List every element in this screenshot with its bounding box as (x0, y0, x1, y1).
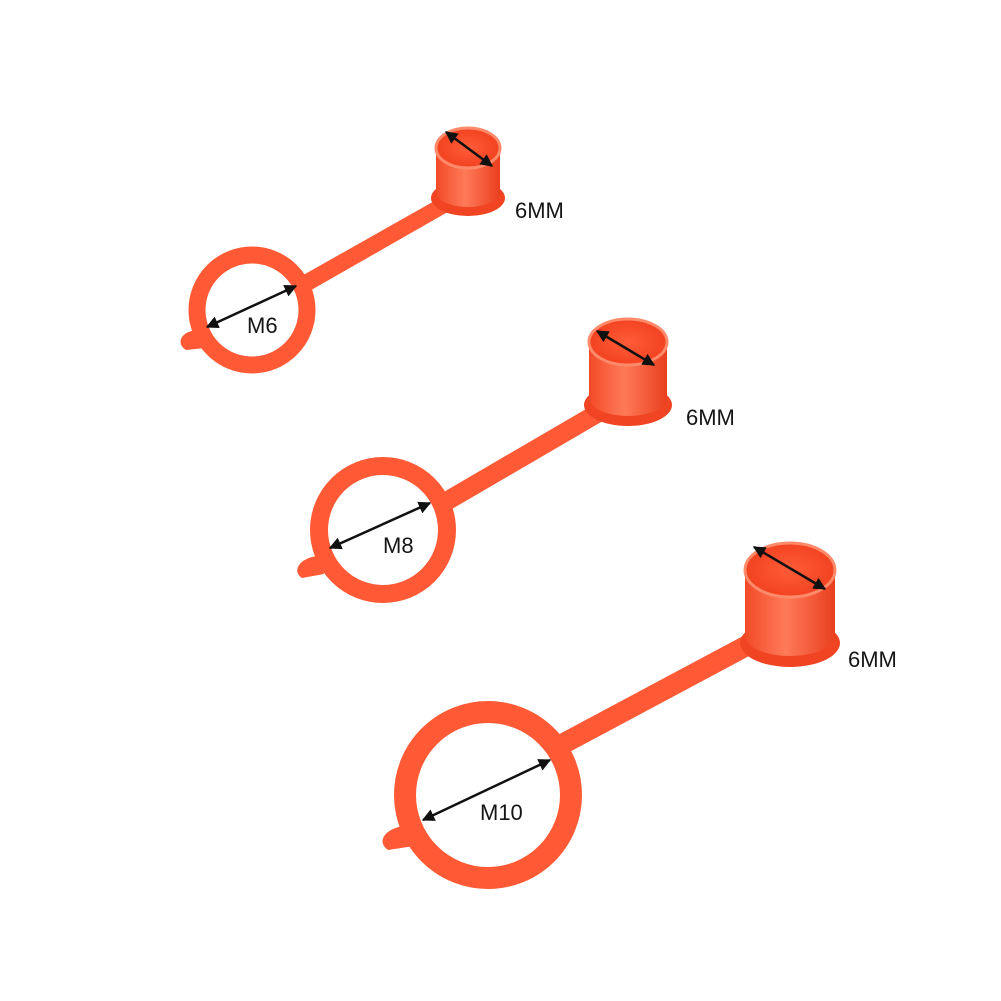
dust-cap-m6: M6 6MM (180, 126, 564, 374)
strap (430, 402, 608, 516)
ring-dimension-arrow (328, 501, 432, 550)
ring (310, 457, 456, 603)
ring-size-label: M8 (383, 533, 414, 558)
dust-cap-m8: M8 6MM (297, 317, 735, 603)
ring-size-label: M6 (247, 313, 278, 338)
strap (298, 195, 453, 293)
cap-size-label: 6MM (848, 647, 897, 672)
cap-size-label: 6MM (515, 198, 564, 223)
cap-top (587, 317, 669, 367)
dust-cap-m10: M10 6MM (382, 541, 897, 889)
ring (188, 246, 316, 374)
ring-dimension-arrow (421, 758, 552, 822)
ring-tab (180, 330, 205, 350)
strap (552, 628, 768, 756)
cap-dimension-arrow (752, 545, 827, 591)
ring (394, 701, 582, 889)
cap-size-label: 6MM (686, 405, 735, 430)
ring-size-label: M10 (480, 800, 523, 825)
cap-dimension-arrow (595, 329, 656, 367)
cap-dimension-arrow (444, 130, 494, 168)
ring-dimension-arrow (205, 284, 298, 329)
